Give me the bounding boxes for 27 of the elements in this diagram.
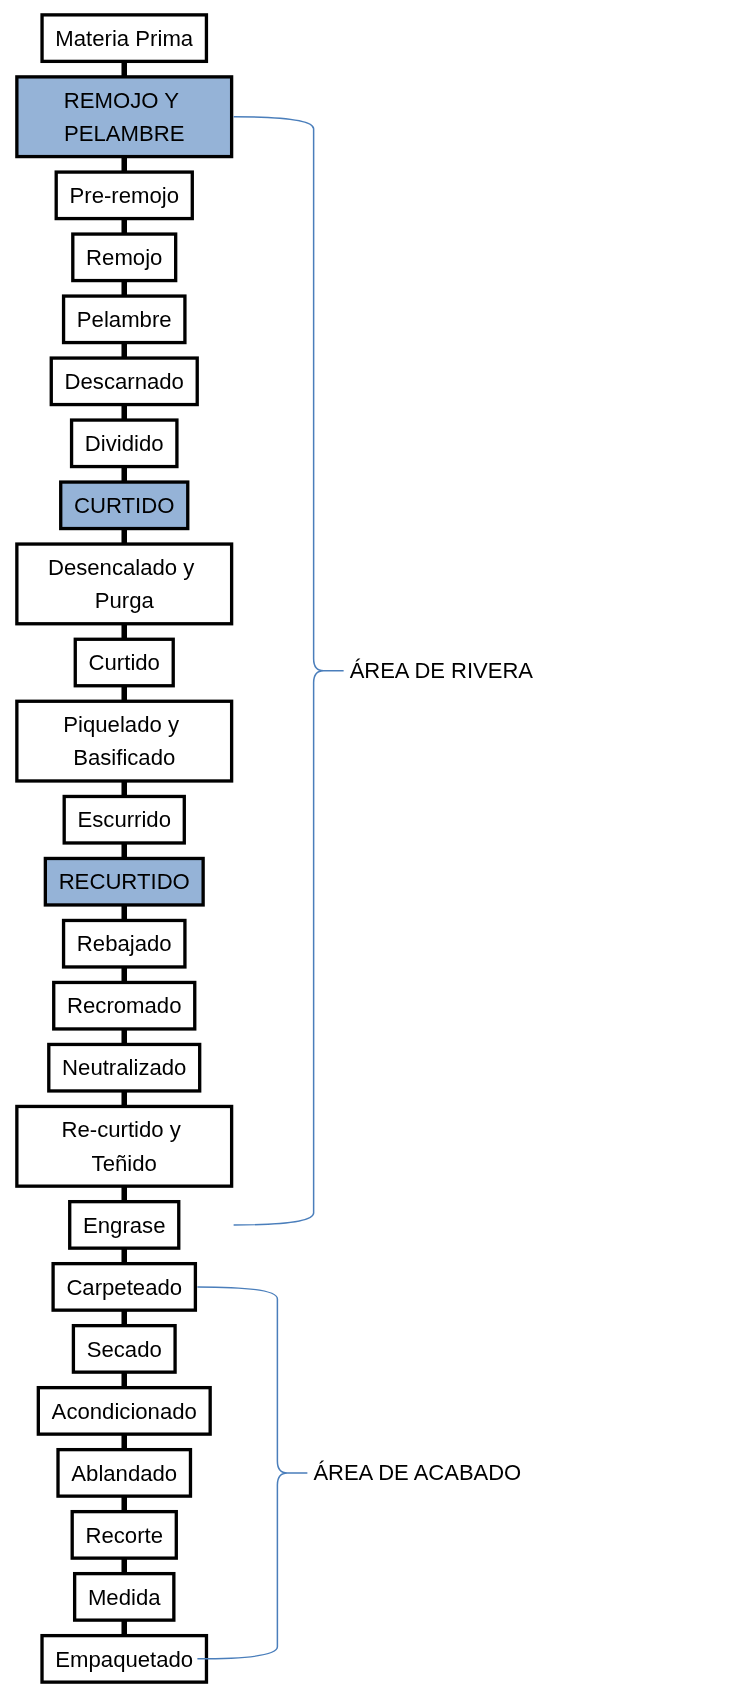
- node-box: Recorte: [70, 1509, 178, 1560]
- node-box: Escurrido: [62, 794, 186, 845]
- node-box: RECURTIDO: [43, 856, 205, 907]
- node-box: Acondicionado: [36, 1386, 212, 1436]
- node-box: Curtido: [73, 637, 175, 688]
- node-box: Ablandado: [56, 1448, 193, 1498]
- node-box: Remojo: [71, 232, 178, 283]
- node-box: REMOJO Y PELAMBRE: [15, 75, 234, 159]
- node-box: Piquelado y Basificado: [15, 699, 234, 783]
- node-box: Engrase: [68, 1200, 181, 1250]
- node-box: Materia Prima: [40, 13, 209, 64]
- node-box: Recromado: [52, 980, 197, 1031]
- node-box: Re-curtido y Teñido: [15, 1104, 234, 1188]
- area-label: ÁREA DE RIVERA: [349, 657, 533, 684]
- node-box: Empaquetado: [40, 1633, 209, 1684]
- node-box: Neutralizado: [47, 1042, 202, 1093]
- area-label: ÁREA DE ACABADO: [313, 1459, 522, 1486]
- node-box: Rebajado: [61, 918, 187, 969]
- node-box: Dividido: [69, 418, 179, 469]
- node-box: Medida: [73, 1571, 176, 1622]
- node-box: Pre-remojo: [54, 170, 194, 221]
- node-box: Secado: [71, 1324, 177, 1374]
- node-box: CURTIDO: [59, 480, 190, 531]
- node-box: Carpeteado: [51, 1262, 198, 1312]
- node-box: Desencalado y Purga: [15, 542, 234, 626]
- node-box: Pelambre: [61, 294, 187, 345]
- node-box: Descarnado: [49, 356, 199, 407]
